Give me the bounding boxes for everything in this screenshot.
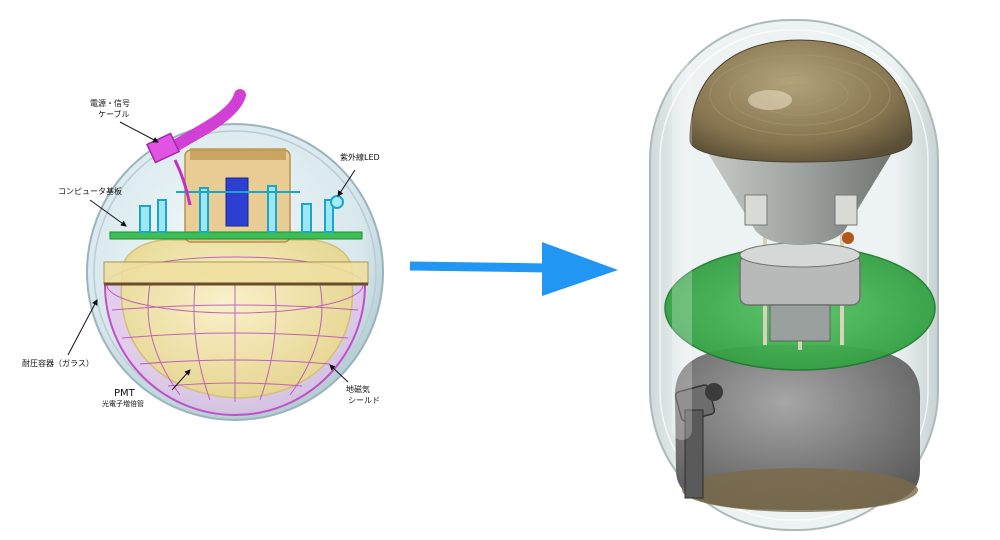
computer-board [109,231,363,240]
blue-module [225,177,249,227]
arrow-head [542,242,618,296]
transition-arrow [409,242,618,296]
sphere-diagram: 電源・信号 ケーブル 紫外線LED コンピュータ基板 耐圧容器（ガラス） PMT… [22,89,384,421]
lower-pmt [674,345,921,510]
label-pressure-vessel: 耐圧容器（ガラス） [22,358,94,368]
label-pmt-sub: 光電子増倍管 [102,399,144,408]
label-pmt: PMT [114,388,136,399]
capsule-render [649,19,939,531]
label-uv-led: 紫外線LED [340,152,380,162]
label-shield-2: シールド [348,396,380,405]
pmt-dome [689,39,913,163]
label-cable-1: 電源・信号 [90,98,130,108]
pmt-rim [103,261,369,285]
shield-mesh [106,256,364,402]
side-connector [674,383,723,499]
label-shield-1: 地磁気 [346,384,370,394]
leader-lines [67,121,356,391]
label-cable-2: ケーブル [98,109,130,119]
board-connectors [139,185,334,233]
label-computer-board: コンピュータ基板 [58,186,122,196]
uv-led [330,195,344,209]
